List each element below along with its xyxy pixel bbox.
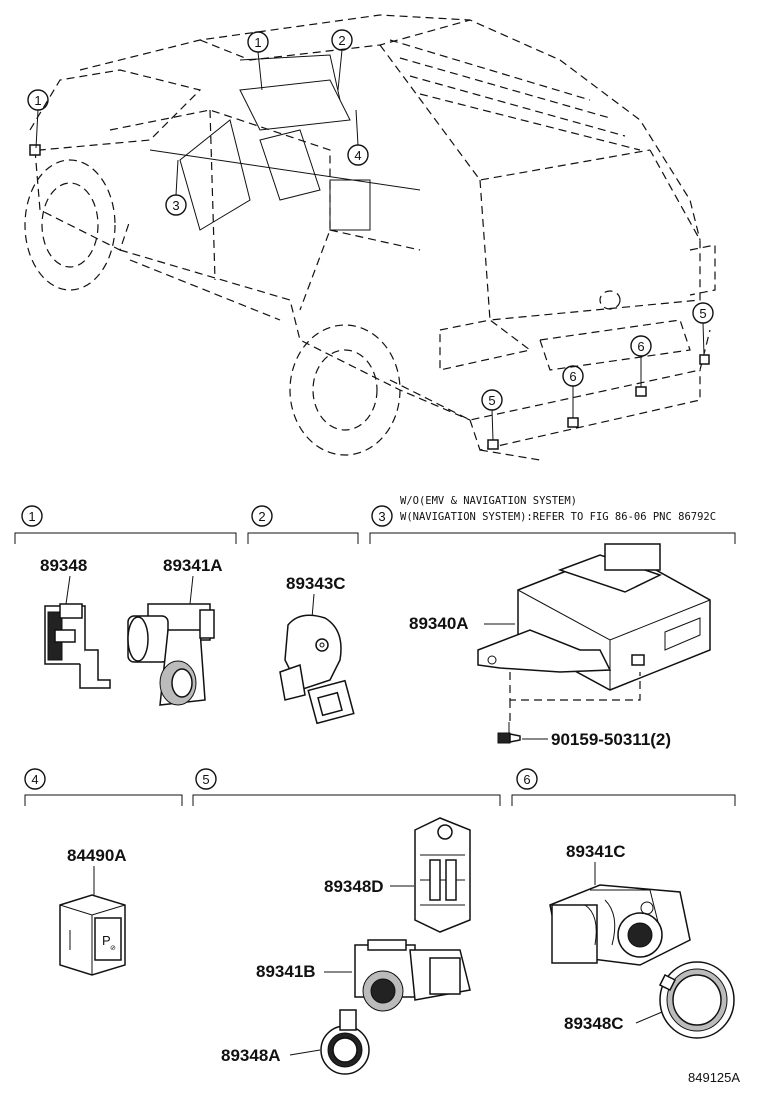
svg-text:5: 5	[202, 772, 209, 787]
callout-4: 4	[347, 109, 369, 166]
part-label-89348: 89348	[40, 556, 87, 575]
group-3-header: 3 W/O(EMV & NAVIGATION SYSTEM) W(NAVIGAT…	[369, 495, 736, 544]
switch-p-label: P	[102, 933, 111, 948]
svg-text:2: 2	[338, 33, 345, 48]
svg-text:3: 3	[378, 509, 385, 524]
callout-1-dash: 1	[247, 31, 269, 91]
svg-text:5: 5	[699, 306, 706, 321]
part-89341A-sensor	[127, 603, 215, 706]
diagram-reference-code: 849125A	[688, 1070, 740, 1085]
part-90159-bolt	[497, 722, 521, 744]
part-89340A-ecu	[477, 543, 711, 725]
part-89348C-bezel	[658, 961, 735, 1039]
part-label-89341C: 89341C	[566, 842, 626, 861]
svg-text:6: 6	[637, 339, 644, 354]
part-label-89341B: 89341B	[256, 962, 316, 981]
svg-text:3: 3	[172, 198, 179, 213]
part-label-89348C: 89348C	[564, 1014, 624, 1033]
part-label-84490A: 84490A	[67, 846, 127, 865]
svg-text:4: 4	[31, 772, 38, 787]
part-label-90159-50311: 90159-50311(2)	[551, 730, 671, 749]
part-label-89341A: 89341A	[163, 556, 223, 575]
callout-2: 2	[331, 29, 353, 91]
group-3-note-line2: W(NAVIGATION SYSTEM):REFER TO FIG 86-06 …	[400, 511, 716, 523]
svg-text:1: 1	[28, 509, 35, 524]
group-3-note-line1: W/O(EMV & NAVIGATION SYSTEM)	[400, 495, 577, 507]
part-89341C-sensor	[549, 884, 691, 966]
part-89341B-sensor	[354, 939, 471, 1012]
part-89348A-bezel	[320, 1009, 370, 1075]
vehicle-illustration	[24, 14, 716, 461]
part-89343C-sensor	[279, 614, 355, 725]
svg-text:6: 6	[569, 369, 576, 384]
group-2-header: 2	[247, 505, 359, 544]
part-label-89348D: 89348D	[324, 877, 384, 896]
callout-6-right: 6	[630, 335, 652, 387]
svg-text:5: 5	[488, 393, 495, 408]
svg-text:2: 2	[258, 509, 265, 524]
svg-text:1: 1	[34, 93, 41, 108]
svg-text:4: 4	[354, 148, 361, 163]
group-4-header: 4	[24, 768, 183, 806]
callout-6-left: 6	[562, 365, 584, 418]
part-89348D-retainer	[414, 817, 471, 933]
part-89348-holder	[44, 603, 111, 689]
group-1-header: 1	[14, 505, 237, 544]
svg-text:1: 1	[254, 35, 261, 50]
group-6-header: 6	[511, 768, 736, 806]
part-label-89340A: 89340A	[409, 614, 469, 633]
part-label-89348A: 89348A	[221, 1046, 281, 1065]
part-label-89343C: 89343C	[286, 574, 346, 593]
group-5-header: 5	[192, 768, 501, 806]
svg-text:6: 6	[523, 772, 530, 787]
callout-5-left: 5	[481, 389, 503, 441]
callout-3: 3	[165, 159, 187, 216]
callout-1-front: 1	[27, 89, 49, 149]
callout-5-right: 5	[692, 302, 714, 356]
svg-text:⊘: ⊘	[110, 945, 116, 952]
part-84490A-switch: P ⊘	[59, 894, 126, 976]
